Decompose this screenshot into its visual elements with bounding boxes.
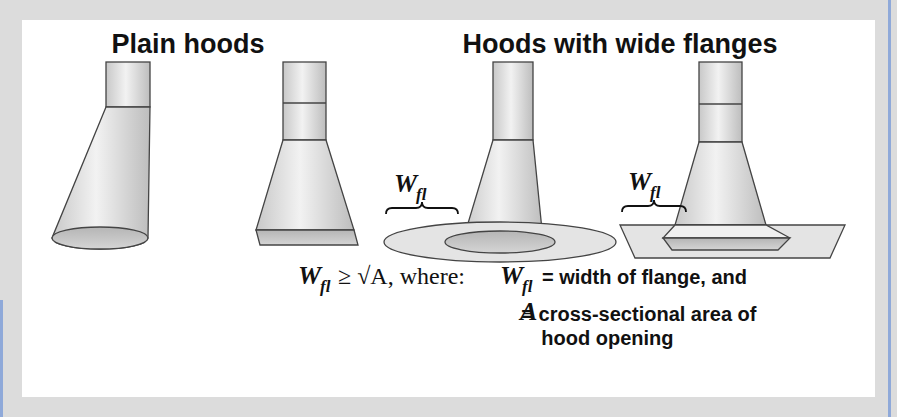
definition-text: = width of flange, and bbox=[542, 266, 747, 288]
heading: Hoods with wide flanges bbox=[462, 30, 777, 60]
flanged-round-hood bbox=[384, 62, 616, 262]
heading: Plain hoods bbox=[111, 30, 264, 60]
subscript: fl bbox=[416, 186, 426, 205]
side-rule bbox=[0, 300, 3, 417]
flanged-rect-hood bbox=[620, 62, 845, 258]
symbol: W bbox=[628, 168, 651, 197]
symbol: W bbox=[394, 170, 417, 199]
plain-rect-hood bbox=[256, 62, 358, 245]
subscript: fl bbox=[522, 278, 532, 297]
definition-text: = cross-sectional area of hood opening bbox=[521, 302, 781, 350]
symbol: W bbox=[298, 262, 321, 291]
panel bbox=[22, 20, 875, 397]
side-rule bbox=[888, 0, 891, 417]
formula-text: ≥ √A, where: bbox=[338, 263, 465, 289]
plain-round-hood bbox=[52, 62, 150, 249]
symbol: W bbox=[500, 262, 523, 291]
subscript: fl bbox=[320, 278, 330, 297]
subscript: fl bbox=[650, 184, 660, 203]
